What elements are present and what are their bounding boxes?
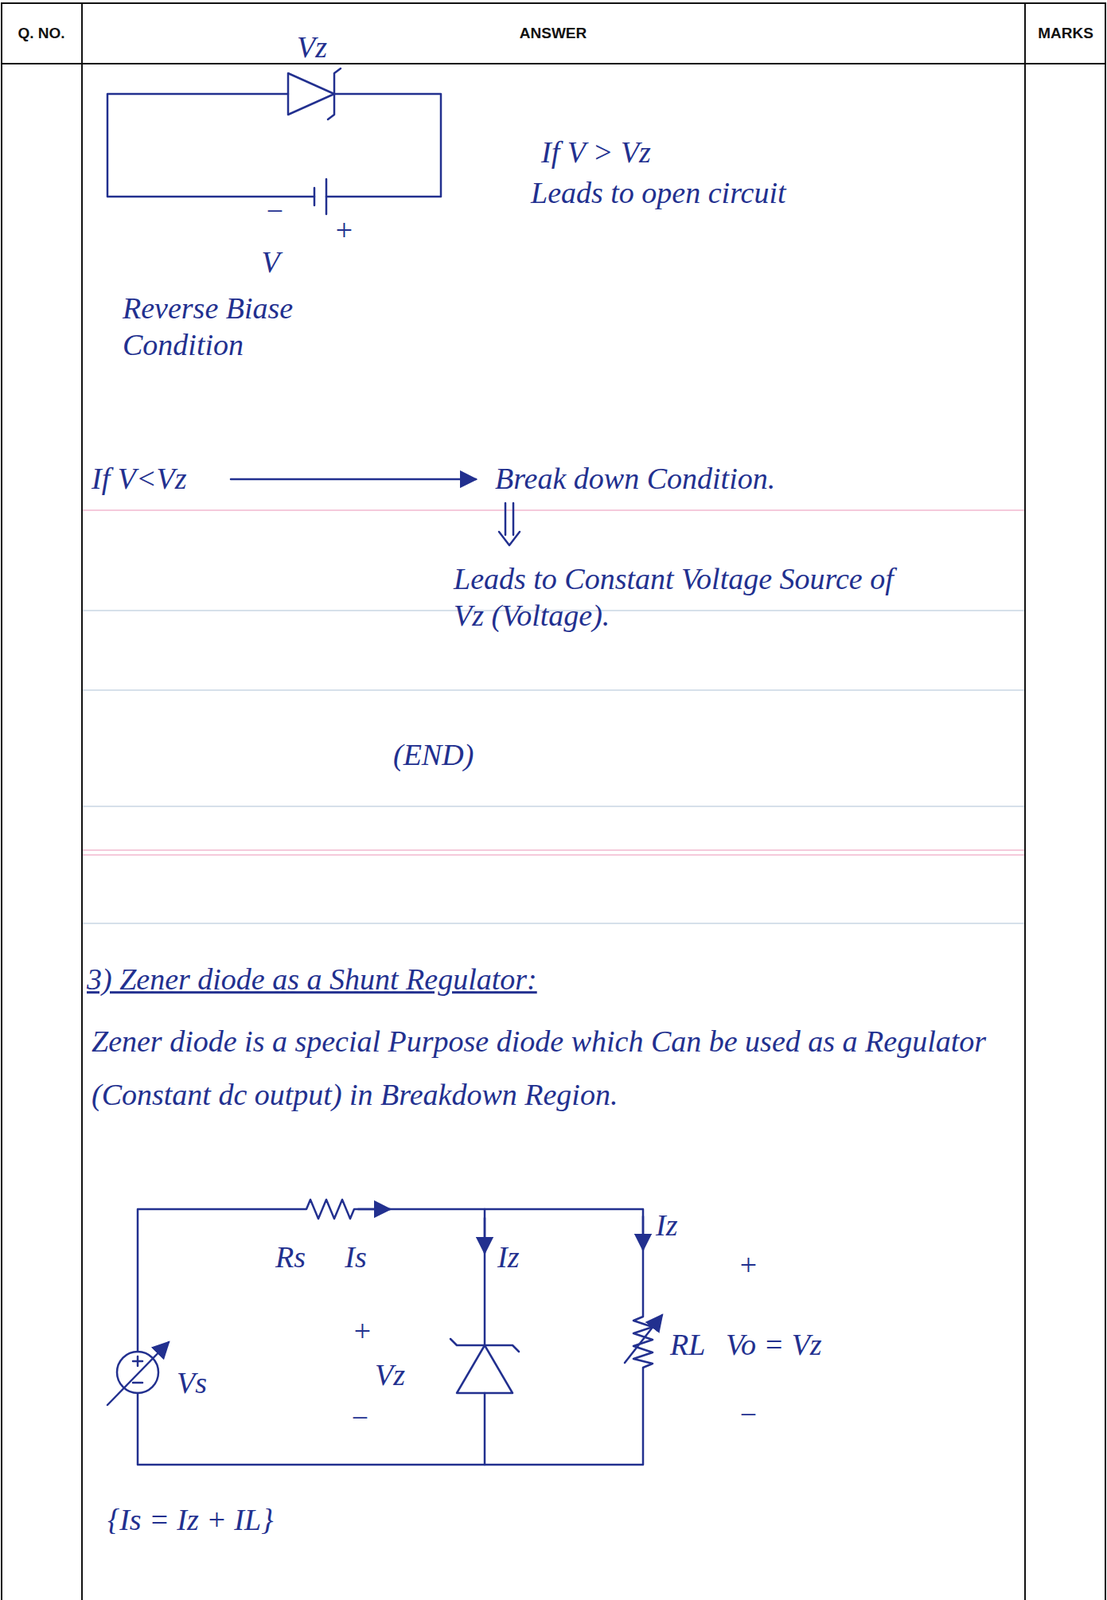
answer-paragraph: Zener diode is a special Purpose diode w… — [91, 1014, 1007, 1121]
reverse-bias-circuit — [107, 68, 441, 215]
answer-table — [1, 3, 1106, 1600]
end-mark: (END) — [393, 736, 474, 774]
condition-note: Leads to Constant Voltage Source of Vz (… — [453, 561, 932, 634]
question-heading: 3) Zener diode as a Shunt Regulator: — [86, 961, 538, 998]
shunt-regulator-circuit — [107, 1199, 663, 1465]
current-label: Iz — [655, 1207, 678, 1244]
table-header: Q. NO. — [17, 24, 65, 43]
voltage-label: V — [261, 244, 280, 281]
polarity-sign: + — [737, 1247, 759, 1284]
condition-note: Leads to open circuit — [530, 175, 787, 212]
condition-note: Break down Condition. — [495, 460, 776, 498]
condition-note: If V<Vz — [91, 460, 188, 498]
polarity-sign: − — [349, 1399, 371, 1437]
current-label: Iz — [497, 1239, 519, 1276]
voltage-label: Vz — [374, 1356, 406, 1394]
condition-note: If V > Vz — [541, 134, 651, 172]
component-label: Rs — [275, 1239, 306, 1276]
caption-note: Reverse Biase Condition — [122, 290, 362, 363]
current-equation: {Is = Iz + IL} — [107, 1501, 273, 1539]
voltage-label: Vz — [296, 29, 328, 67]
double-arrow — [498, 502, 520, 546]
output-voltage-label: Vo = Vz — [725, 1326, 823, 1364]
arrow — [230, 478, 476, 481]
ruled-lines — [81, 510, 1026, 924]
polarity-sign: + — [351, 1313, 373, 1350]
source-label: Vs — [176, 1364, 207, 1402]
polarity-sign: + — [333, 212, 355, 250]
table-header: ANSWER — [519, 24, 587, 43]
component-label: RL — [670, 1326, 706, 1364]
polarity-sign: − — [737, 1396, 759, 1434]
table-header: MARKS — [1037, 24, 1094, 43]
current-label: Is — [344, 1239, 367, 1276]
polarity-sign: − — [264, 193, 285, 230]
